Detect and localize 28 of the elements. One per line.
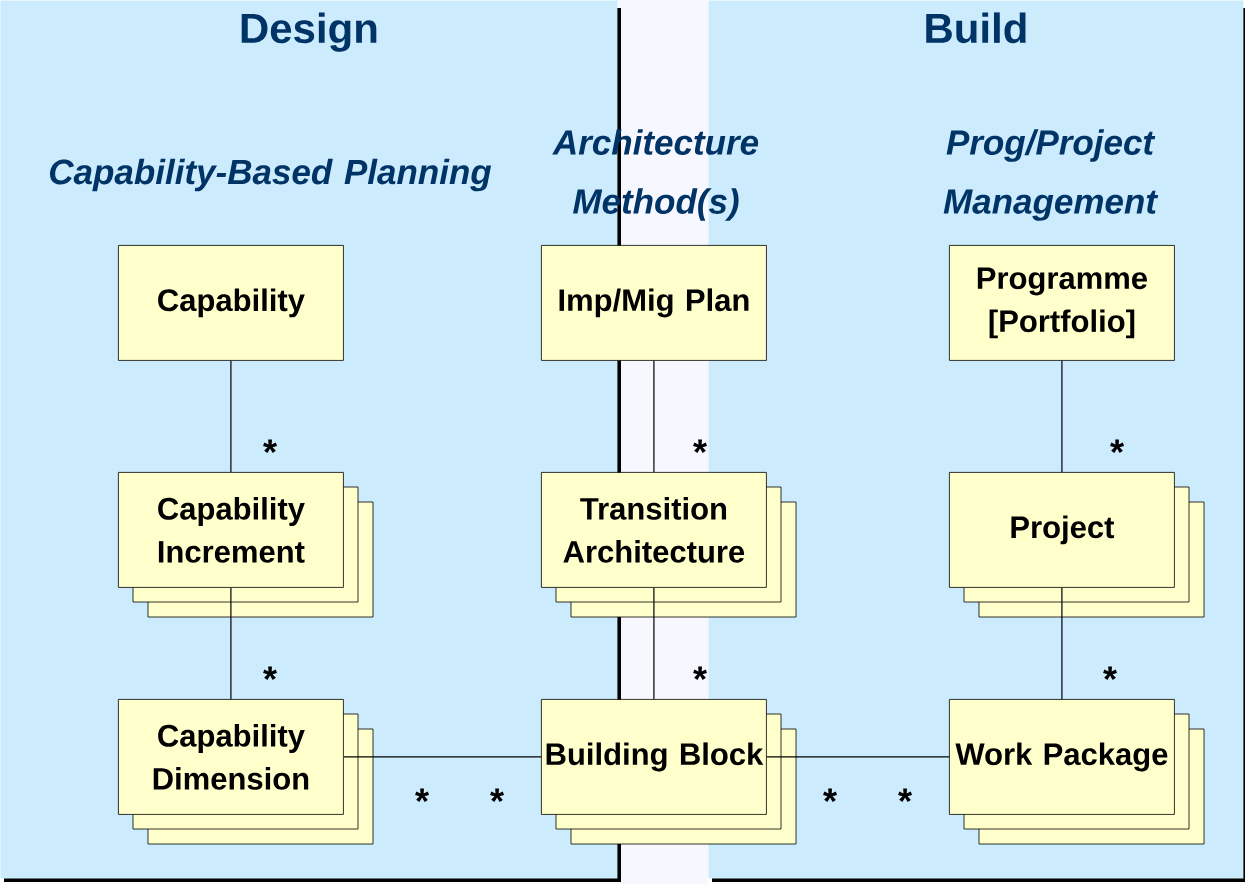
stacked-class-box: Building Block bbox=[541, 699, 797, 845]
multiplicity-label: * bbox=[693, 666, 707, 680]
multiplicity-label: * bbox=[823, 788, 837, 802]
multiplicity-label: * bbox=[898, 788, 912, 802]
stacked-class-box: Transition Architecture bbox=[541, 472, 797, 618]
multiplicity-label: * bbox=[693, 439, 707, 453]
connector-line bbox=[1061, 360, 1063, 473]
multiplicity-label: * bbox=[490, 788, 504, 802]
multiplicity-label: * bbox=[263, 666, 277, 680]
stacked-class-box: Capability Dimension bbox=[118, 699, 374, 845]
connector-line bbox=[230, 360, 232, 473]
connector-line bbox=[653, 360, 655, 473]
column-heading: Capability-Based Planning bbox=[50, 158, 492, 192]
multiplicity-label: * bbox=[1103, 666, 1117, 680]
connector-line bbox=[1061, 587, 1063, 700]
class-box: Capability bbox=[118, 245, 344, 361]
stacked-class-box: Work Package bbox=[949, 699, 1205, 845]
connector-line bbox=[230, 587, 232, 700]
multiplicity-label: * bbox=[263, 439, 277, 453]
class-box: Programme [Portfolio] bbox=[949, 245, 1175, 361]
connector-line bbox=[343, 756, 542, 758]
stacked-class-box: Capability Increment bbox=[118, 472, 374, 618]
stacked-class-box: Project bbox=[949, 472, 1205, 618]
multiplicity-label: * bbox=[1110, 439, 1124, 453]
connector-line bbox=[653, 587, 655, 700]
multiplicity-label: * bbox=[415, 788, 429, 802]
class-box: Imp/Mig Plan bbox=[541, 245, 767, 361]
connector-line bbox=[766, 756, 950, 758]
